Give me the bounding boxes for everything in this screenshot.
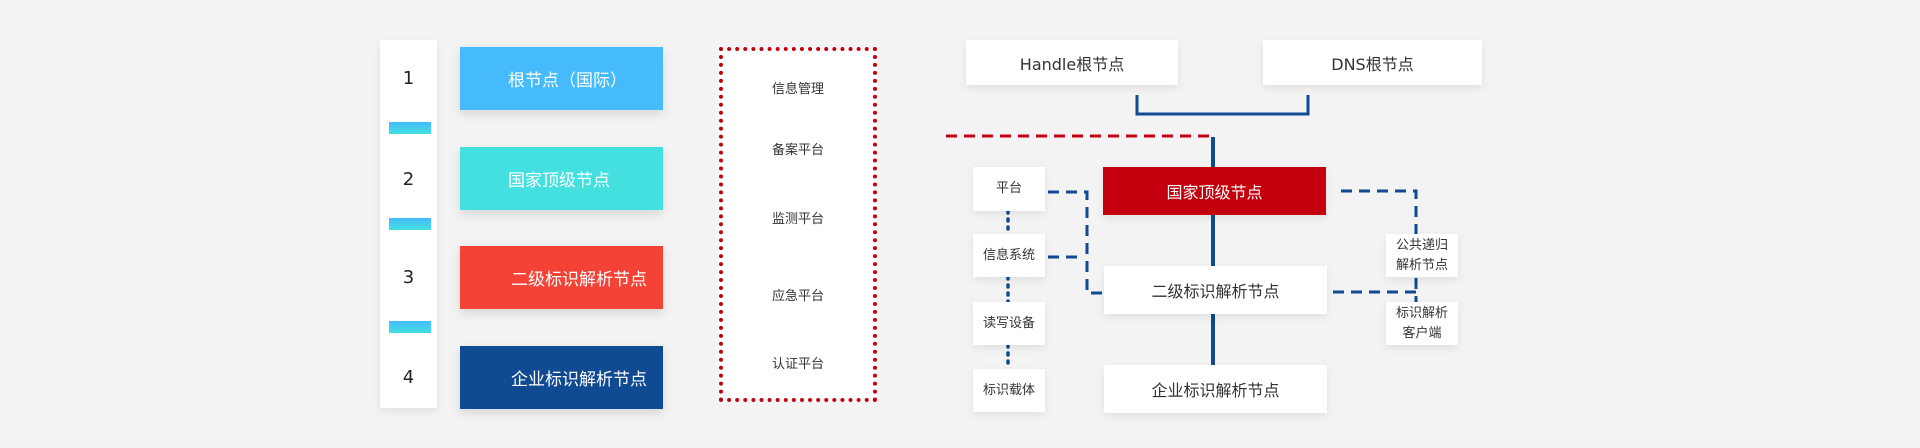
level-root-node: 根节点（国际）: [460, 47, 663, 110]
level-number: 2: [402, 169, 415, 190]
right-node-resolver-client: 标识解析客户端: [1386, 302, 1458, 345]
national-node: 国家顶级节点: [1103, 167, 1326, 215]
secondary-node: 二级标识解析节点: [1104, 266, 1327, 314]
level-label: 根节点（国际）: [508, 71, 627, 91]
left-node-id-carrier: 标识载体: [973, 369, 1045, 412]
left-dashed-link: [1048, 190, 1102, 295]
node-label: 解析节点: [1395, 257, 1448, 273]
enterprise-node: 企业标识解析节点: [1104, 365, 1327, 413]
node-label: 客户端: [1402, 325, 1442, 341]
level-separator: [389, 122, 431, 134]
node-label: 企业标识解析节点: [1151, 381, 1280, 400]
level-separator: [389, 321, 431, 333]
level-secondary-node: 二级标识解析节点: [460, 246, 663, 309]
left-node-platform: 平台: [973, 167, 1045, 211]
level-label: 二级标识解析节点: [511, 270, 647, 290]
right-node-recursive-resolver: 公共递归解析节点: [1386, 234, 1458, 277]
node-label: Handle根节点: [1019, 54, 1125, 74]
level-enterprise-node: 企业标识解析节点: [460, 346, 663, 409]
left-node-rw-device: 读写设备: [973, 302, 1045, 345]
node-label: 公共递归: [1395, 237, 1448, 253]
level-separator: [389, 218, 431, 230]
platform-item: 认证平台: [771, 357, 824, 372]
level-label: 企业标识解析节点: [511, 370, 647, 390]
node-label: 标识载体: [982, 382, 1035, 398]
level-number: 1: [402, 68, 415, 89]
handle-root-node: Handle根节点: [966, 40, 1178, 85]
node-label: 二级标识解析节点: [1151, 282, 1280, 301]
node-label: 国家顶级节点: [1166, 183, 1263, 202]
level-national-node: 国家顶级节点: [460, 147, 663, 210]
node-label: 信息系统: [982, 247, 1035, 263]
platform-item: 备案平台: [771, 143, 824, 158]
platform-item: 监测平台: [771, 212, 824, 227]
dns-root-node: DNS根节点: [1263, 40, 1482, 85]
root-bracket: [1135, 95, 1310, 116]
level-number: 4: [402, 367, 415, 388]
node-label: DNS根节点: [1331, 54, 1414, 74]
node-label: 平台: [995, 181, 1022, 196]
node-label: 标识解析: [1395, 305, 1448, 321]
platform-box: [719, 47, 877, 402]
level-label: 国家顶级节点: [508, 171, 610, 191]
level-number: 3: [402, 267, 415, 288]
platform-item: 应急平台: [771, 289, 824, 304]
left-node-info-system: 信息系统: [973, 234, 1045, 277]
platform-item: 信息管理: [771, 82, 824, 97]
node-label: 读写设备: [982, 315, 1035, 331]
